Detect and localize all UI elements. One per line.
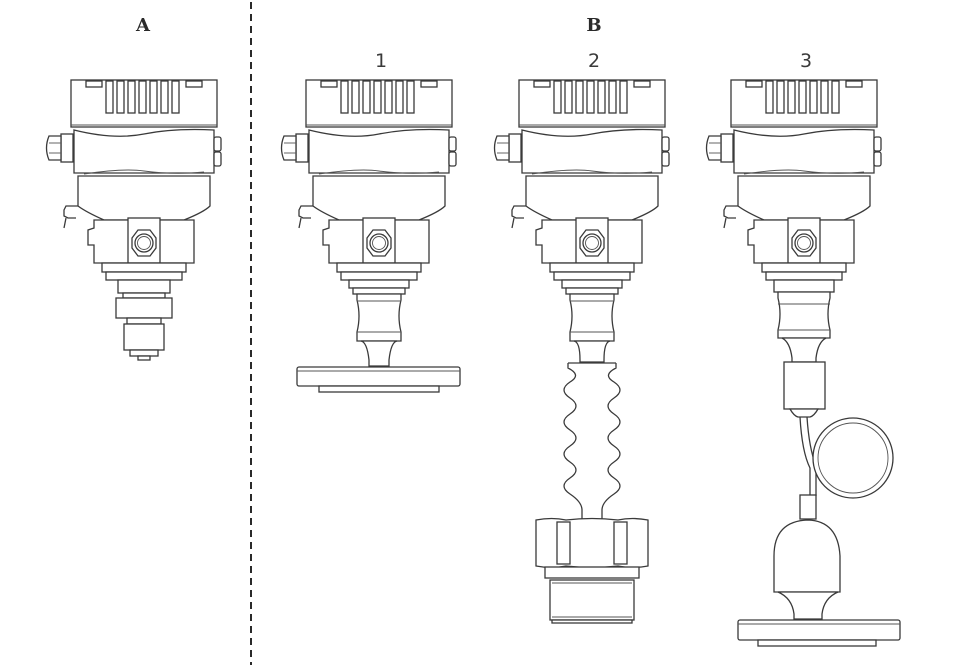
transmitter-a-threaded — [45, 79, 222, 361]
variant-label-2: 2 — [588, 50, 600, 72]
transmitter-b1-flange — [280, 79, 461, 393]
group-label-b: B — [586, 15, 601, 36]
variant-label-1: 1 — [375, 50, 387, 72]
variant-label-3: 3 — [800, 50, 812, 72]
transmitter-b2-bellows-isolator — [493, 79, 670, 624]
transmitter-b3-capillary-seal — [705, 79, 901, 647]
group-label-a: A — [135, 15, 151, 36]
